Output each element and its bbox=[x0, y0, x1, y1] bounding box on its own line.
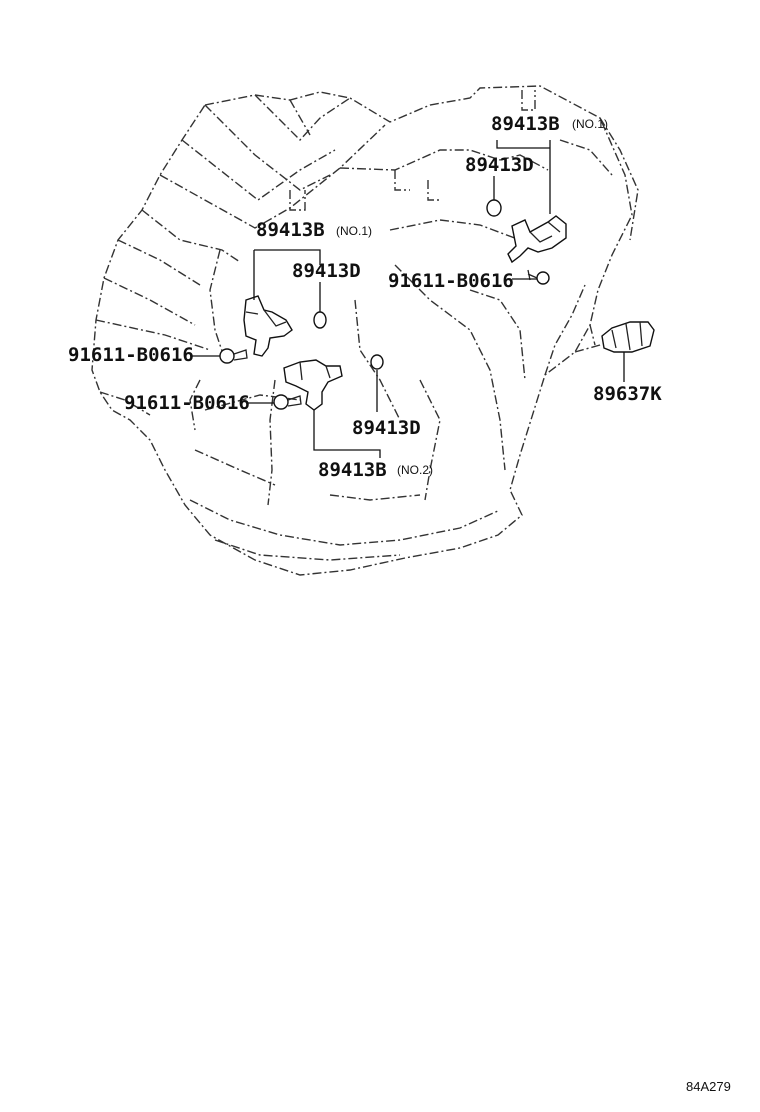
label-89413d-top: 89413D bbox=[465, 154, 534, 176]
speed-sensor-no1-mid bbox=[243, 295, 293, 357]
transmission-housing bbox=[91, 85, 639, 576]
label-91611-b0616-left-2: 91611-B0616 bbox=[124, 392, 250, 414]
bolt-left-1 bbox=[219, 348, 248, 364]
label-91611-b0616-left-1: 91611-B0616 bbox=[68, 344, 194, 366]
label-89413b-no2: 89413B bbox=[318, 459, 387, 481]
speed-sensor-no1-top bbox=[507, 215, 567, 264]
sublabel-no2: (NO.2) bbox=[397, 463, 433, 477]
oil-seal-ring-mid bbox=[313, 311, 327, 329]
bolt-left-2 bbox=[273, 394, 302, 410]
part-labels: 89413B (NO.1) 89413D 91611-B0616 89413B … bbox=[68, 113, 662, 481]
figure-code: 84A279 bbox=[686, 1079, 731, 1094]
label-91611-b0616-right: 91611-B0616 bbox=[388, 270, 514, 292]
bolt-right bbox=[527, 269, 550, 285]
sublabel-no1-mid: (NO.1) bbox=[336, 224, 372, 238]
label-89413b-no1-top: 89413B bbox=[491, 113, 560, 135]
label-89413b-no1-mid: 89413B bbox=[256, 219, 325, 241]
sublabel-no1-top: (NO.1) bbox=[572, 117, 608, 131]
leader-lines bbox=[190, 140, 625, 458]
label-89413d-mid: 89413D bbox=[292, 260, 361, 282]
label-89637k: 89637K bbox=[593, 383, 662, 405]
sensor-89637k bbox=[601, 321, 655, 353]
oil-seal-ring-top bbox=[486, 199, 502, 217]
speed-sensor-no2 bbox=[283, 359, 343, 411]
label-89413d-low: 89413D bbox=[352, 417, 421, 439]
oil-seal-ring-low bbox=[370, 354, 384, 370]
